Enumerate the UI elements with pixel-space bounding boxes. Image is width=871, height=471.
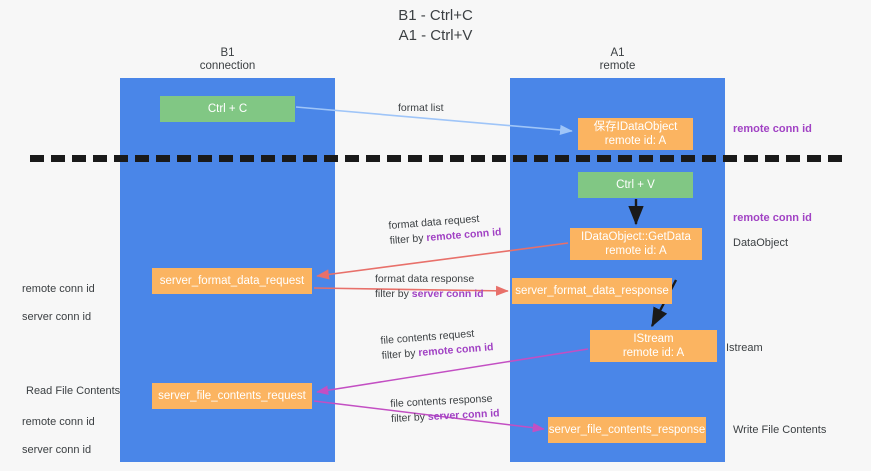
edge-label-format-list-text: format list: [398, 102, 444, 114]
edge-label-format-list: format list: [398, 101, 444, 116]
annotation-left-server-conn-id-2: server conn id: [22, 444, 92, 456]
annotation-left-conn-ids: remote conn id server conn id: [22, 268, 95, 338]
edge-label-format-data-request: format data request filter by remote con…: [388, 210, 502, 249]
node-idataobject-getdata[interactable]: IDataObject::GetData remote id: A: [570, 228, 702, 260]
edge-label-format-data-response-filter: filter by server conn id: [375, 288, 484, 300]
edge-label-file-contents-response: file contents response filter by server …: [390, 391, 500, 427]
node-server-format-data-request[interactable]: server_format_data_request: [152, 268, 312, 294]
column-header-b1: B1 connection: [199, 47, 256, 72]
node-save-idataobject[interactable]: 保存IDataObject remote id: A: [578, 118, 693, 150]
annotation-istream: Istream: [726, 342, 763, 354]
page-title: B1 - Ctrl+C A1 - Ctrl+V: [398, 7, 473, 44]
annotation-write-file-contents: Write File Contents: [733, 424, 827, 436]
annotation-read-file-contents: Read File Contents: [26, 385, 121, 397]
node-ctrl-c[interactable]: Ctrl + C: [160, 96, 295, 122]
node-istream[interactable]: IStream remote id: A: [590, 330, 717, 362]
edge-label-format-data-response-text: format data response: [375, 273, 475, 285]
annotation-dataobject: DataObject: [733, 237, 789, 249]
column-header-a1: A1 remote: [599, 47, 636, 72]
edge-label-file-contents-request: file contents request filter by remote c…: [380, 325, 494, 364]
annotation-remote-conn-id-top: remote conn id: [733, 123, 812, 135]
annotation-left-server-conn-id: server conn id: [22, 311, 92, 323]
annotation-left-remote-conn-id-2: remote conn id: [22, 416, 95, 428]
node-server-format-data-response[interactable]: server_format_data_response: [512, 278, 672, 304]
node-server-file-contents-request[interactable]: server_file_contents_request: [152, 383, 312, 409]
edge-label-format-data-response: format data response filter by server co…: [375, 272, 484, 302]
node-ctrl-v[interactable]: Ctrl + V: [578, 172, 693, 198]
annotation-left-conn-ids-2: remote conn id server conn id: [22, 401, 95, 471]
node-server-file-contents-response[interactable]: server_file_contents_response: [548, 417, 706, 443]
annotation-remote-conn-id-mid: remote conn id: [733, 212, 812, 224]
section-divider: [30, 155, 842, 162]
annotation-left-remote-conn-id: remote conn id: [22, 283, 95, 295]
